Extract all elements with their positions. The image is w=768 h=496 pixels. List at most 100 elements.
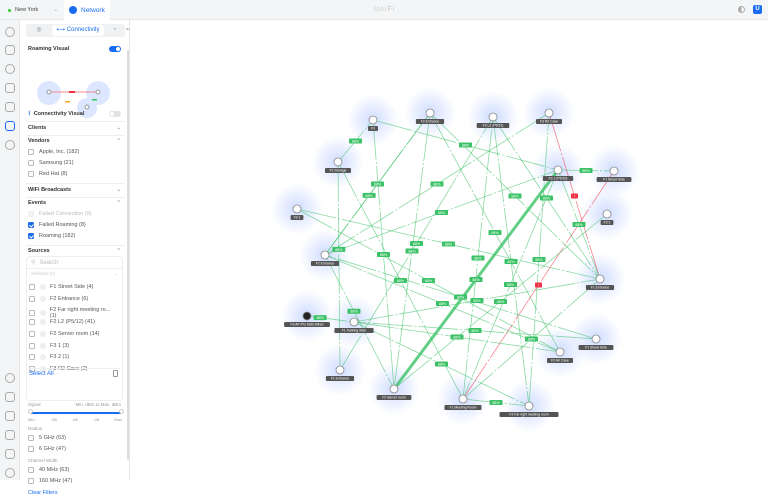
vendor-item[interactable]: Apple, Inc. (182) — [28, 149, 121, 155]
tab-network[interactable]: Network — [64, 0, 110, 20]
edge-badge[interactable] — [489, 400, 503, 405]
edge-badge[interactable] — [442, 241, 455, 247]
event-item[interactable]: Roaming (182) — [28, 233, 121, 239]
select-all-link[interactable]: Select All — [29, 371, 54, 377]
checkbox[interactable] — [28, 435, 34, 441]
edge-badge[interactable] — [454, 294, 467, 300]
ap-node[interactable] — [389, 384, 399, 394]
ap-node[interactable] — [349, 317, 359, 327]
edge-badge[interactable] — [362, 192, 376, 198]
connection-edge[interactable] — [337, 161, 341, 371]
edge-badge[interactable] — [494, 299, 507, 304]
channel-item[interactable]: 160 MHz (47) — [28, 478, 121, 484]
ap-node[interactable] — [302, 311, 312, 321]
connection-edge[interactable] — [429, 112, 561, 353]
checkbox[interactable] — [29, 310, 35, 317]
ap-node[interactable] — [553, 165, 563, 175]
edge-badge[interactable] — [525, 336, 538, 342]
channel-item[interactable]: 40 MHz (63) — [28, 467, 121, 473]
clipboard-icon[interactable] — [5, 392, 15, 402]
ap-node[interactable] — [368, 115, 378, 125]
vendors-section[interactable]: Vendors⌃ — [28, 138, 121, 144]
slider-handle-max[interactable] — [119, 409, 124, 414]
source-item[interactable]: F3 1 (3) — [29, 342, 116, 349]
vendor-item[interactable]: Red Hat (8) — [28, 171, 121, 177]
collapse-panel-icon[interactable]: ⇤ — [126, 27, 132, 33]
layers-tab-icon[interactable]: ◎ — [36, 27, 42, 33]
edge-badge[interactable] — [571, 193, 578, 199]
checkbox[interactable] — [28, 446, 34, 452]
edge-badge[interactable] — [579, 168, 593, 173]
ap-node[interactable] — [524, 401, 534, 411]
edge-badge[interactable] — [470, 298, 484, 303]
source-item[interactable]: F2 Server room (14) — [29, 330, 116, 337]
ap-node[interactable] — [333, 157, 343, 167]
edge-badge[interactable] — [504, 282, 517, 287]
connection-edge[interactable] — [462, 170, 615, 400]
connection-edge[interactable] — [324, 112, 550, 256]
ap-node[interactable] — [555, 347, 565, 357]
checkbox[interactable] — [29, 284, 35, 290]
gear-icon[interactable] — [5, 373, 15, 383]
checkbox[interactable] — [28, 467, 34, 473]
connection-edge[interactable] — [337, 161, 464, 400]
calendar-icon[interactable] — [5, 449, 15, 459]
account-logo[interactable]: U — [753, 5, 762, 14]
edge-badge[interactable] — [332, 246, 346, 252]
checkbox[interactable] — [28, 222, 34, 228]
tab-connectivity[interactable]: ⟷ Connectivity — [52, 25, 104, 36]
edge-badge[interactable] — [405, 248, 419, 254]
source-item[interactable]: F3 2 (1) — [29, 354, 116, 361]
wifi-broadcasts-section[interactable]: WiFi Broadcasts⌄ — [28, 187, 121, 193]
ap-node[interactable] — [602, 209, 612, 219]
history-tab-icon[interactable]: ◔ — [112, 27, 117, 33]
slider-handle-min[interactable] — [28, 409, 33, 414]
edge-badge[interactable] — [535, 282, 542, 288]
sources-search[interactable]: ⚲Search — [27, 257, 122, 269]
ap-node[interactable] — [609, 166, 619, 176]
grid-icon[interactable] — [5, 102, 15, 112]
topology-icon[interactable] — [5, 45, 15, 55]
vendor-item[interactable]: Samsung (21) — [28, 160, 121, 166]
edge-badge[interactable] — [347, 308, 361, 314]
edge-badge[interactable] — [540, 195, 553, 201]
edge-badge[interactable] — [377, 252, 390, 257]
bell-icon[interactable] — [5, 430, 15, 440]
roaming-visual-toggle[interactable] — [109, 46, 121, 52]
ap-node[interactable] — [292, 204, 302, 214]
edge-badge[interactable] — [349, 138, 362, 144]
edge-badge[interactable] — [488, 230, 502, 235]
connectivity-visual-toggle[interactable] — [109, 111, 121, 117]
edge-badge[interactable] — [422, 278, 435, 283]
events-section[interactable]: Events⌃ — [28, 200, 121, 206]
radar-icon[interactable] — [5, 64, 15, 74]
dashboard-icon[interactable] — [5, 27, 15, 37]
edge-badge[interactable] — [313, 315, 327, 321]
edge-badge[interactable] — [435, 210, 448, 215]
ap-node[interactable] — [595, 274, 605, 284]
site-selector[interactable]: New York⌄ — [0, 0, 64, 20]
edge-badge[interactable] — [504, 259, 518, 264]
checkbox[interactable] — [29, 342, 35, 349]
edge-badge[interactable] — [468, 328, 482, 333]
signal-slider[interactable] — [30, 412, 121, 414]
insights-icon[interactable] — [5, 121, 15, 131]
edge-badge[interactable] — [394, 278, 407, 283]
source-item[interactable]: F1 Street Side (4) — [29, 284, 116, 290]
ap-node[interactable] — [488, 112, 498, 122]
support-icon[interactable] — [5, 468, 15, 478]
ap-node[interactable] — [425, 108, 435, 118]
radio-item[interactable]: 6 GHz (47) — [28, 446, 121, 452]
ap-node[interactable] — [335, 365, 345, 375]
source-item[interactable]: F2 Far right meeting ro... (1) — [29, 307, 116, 319]
radio-item[interactable]: 5 GHz (63) — [28, 435, 121, 441]
selected-dropdown[interactable]: Selected (0)⌄ — [31, 271, 118, 280]
checkbox[interactable] — [28, 149, 34, 155]
edge-badge[interactable] — [469, 277, 483, 282]
devices-icon[interactable] — [5, 83, 15, 93]
checkbox[interactable] — [28, 233, 34, 239]
source-item[interactable]: F2 Entrance (6) — [29, 295, 116, 302]
checkbox[interactable] — [29, 319, 35, 326]
